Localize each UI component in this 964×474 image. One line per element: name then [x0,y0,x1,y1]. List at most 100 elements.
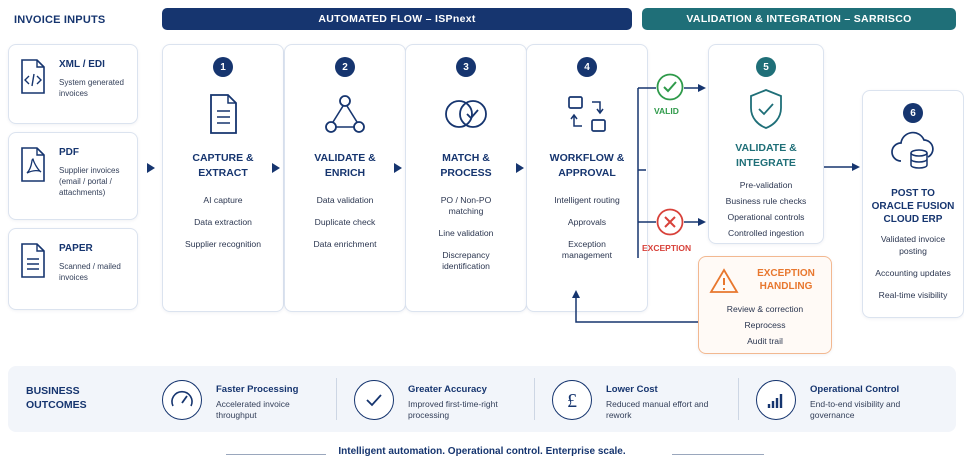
invoice-inputs-title: INVOICE INPUTS [14,14,106,26]
step-item: Operational controls [727,212,805,222]
step-item: Data extraction [194,217,252,227]
step-validate-enrich: 2 VALIDATE & ENRICH Data validation Dupli… [284,44,406,312]
step-title-line: INTEGRATE [736,157,796,169]
paper-file-icon [21,243,45,278]
step-number: 6 [903,103,923,123]
step-item: PO / Non-PO matching [440,195,492,216]
step-title-line: VALIDATE & [735,142,797,154]
outcome-divider [534,378,535,420]
step-title-line: EXTRACT [198,167,248,179]
step-item: AI capture [203,195,243,205]
document-icon [210,94,237,134]
network-nodes-icon [325,95,365,133]
exception-title-line: HANDLING [759,281,813,292]
outcome-text: Accelerated invoice throughput [216,399,290,420]
business-outcomes-bar: BUSINESS OUTCOMES Faster Processing Acce… [8,366,956,432]
step-number: 4 [577,57,597,77]
step-item: Pre-validation [739,180,793,190]
valid-check-icon [656,73,684,101]
outcome-text: End-to-end visibility and governance [810,399,901,420]
outcome-title: Operational Control [810,384,900,395]
step-title-line: MATCH & [442,152,490,164]
workflow-icon [568,96,606,132]
step-number: 1 [213,57,233,77]
svg-text:£: £ [567,390,577,412]
step-item: Duplicate check [314,217,376,227]
outcome-text: Reduced manual effort and rework [606,399,709,420]
step-workflow-approval: 4 WORKFLOW & APPROVAL Intelligent routing… [526,44,648,312]
step-match-process: 3 MATCH & PROCESS PO / Non-PO matching Li… [405,44,527,312]
flow-arrow [516,163,524,173]
step-title-line: PROCESS [440,167,492,179]
step-number: 5 [756,57,776,77]
step-title-line: WORKFLOW & [549,152,625,164]
step-item: Data validation [316,195,374,205]
input-name: XML / EDI [59,59,105,70]
step-title-line: ORACLE FUSION [871,201,955,212]
input-card-xml: XML / EDI System generated invoices [8,44,138,124]
flow-arrow [394,163,402,173]
validation-integration-banner: VALIDATION & INTEGRATION – SARRISCO [642,8,956,30]
step-post-oracle: 6 POST TO ORACLE FUSION CLOUD ERP Valida… [862,90,964,318]
step-item: Validated invoice posting [880,234,946,256]
step-item: Real-time visibility [878,290,948,300]
step-title-line: ENRICH [324,167,366,179]
exception-item: Reprocess [744,320,786,330]
input-card-pdf: PDF Supplier invoices (email / portal / … [8,132,138,220]
flow-arrow [272,163,280,173]
pdf-file-icon [21,147,45,182]
valid-label: VALID [654,106,679,116]
outcome-divider [336,378,337,420]
outcome-title: Greater Accuracy [408,384,487,395]
step-validate-integrate: 5 VALIDATE & INTEGRATE Pre-validation Bu… [708,44,824,244]
exception-handling-card: EXCEPTION HANDLING Review & correction R… [698,256,832,354]
automated-flow-banner: AUTOMATED FLOW – ISPnext [162,8,632,30]
step-title-line: CAPTURE & [192,152,254,164]
input-card-paper: PAPER Scanned / mailed invoices [8,228,138,310]
check-icon [354,380,394,420]
step-title-line: APPROVAL [558,167,616,179]
outcomes-label-line: BUSINESS [26,385,80,397]
step-title-line: CLOUD ERP [883,214,943,225]
shield-check-icon [750,89,782,129]
speedometer-icon [162,380,202,420]
exception-title-line: EXCEPTION [757,268,815,279]
outcome-title: Lower Cost [606,384,658,395]
input-name: PDF [59,147,79,158]
input-desc: Scanned / mailed invoices [59,262,121,282]
step-item: Business rule checks [725,196,807,206]
tagline-rule-left [226,454,326,455]
outcomes-label-line: OUTCOMES [26,399,87,411]
bar-chart-icon [756,380,796,420]
input-desc: Supplier invoices (email / portal / atta… [59,166,120,197]
step-number: 3 [456,57,476,77]
step-item: Approvals [567,217,607,227]
flow-arrow [147,163,155,173]
step-number: 2 [335,57,355,77]
exception-x-icon [656,208,684,236]
input-desc: System generated invoices [59,78,124,98]
outcome-text: Improved first-time-right processing [408,399,498,420]
step-item: Discrepancy identification [442,250,490,271]
exception-item: Review & correction [726,304,804,314]
step-item: Line validation [438,228,494,238]
outcome-divider [738,378,739,420]
step-item: Controlled ingestion [728,228,804,238]
tagline-rule-right [672,454,764,455]
match-circles-icon [445,100,487,128]
step-item: Data enrichment [313,239,377,249]
step-capture-extract: 1 CAPTURE & EXTRACT AI capture Data extra… [162,44,284,312]
step-item: Accounting updates [875,268,951,278]
step-title-line: POST TO [891,188,935,199]
step-item: Supplier recognition [185,239,261,249]
pound-icon: £ [552,380,592,420]
tagline: Intelligent automation. Operational cont… [338,446,626,457]
step-item: Intelligent routing [554,195,620,205]
input-name: PAPER [59,243,93,254]
exception-item: Audit trail [747,336,783,346]
step-item: Exception management [561,239,613,260]
step-title-line: VALIDATE & [314,152,376,164]
code-file-icon [21,59,45,94]
cloud-database-icon [891,131,934,169]
